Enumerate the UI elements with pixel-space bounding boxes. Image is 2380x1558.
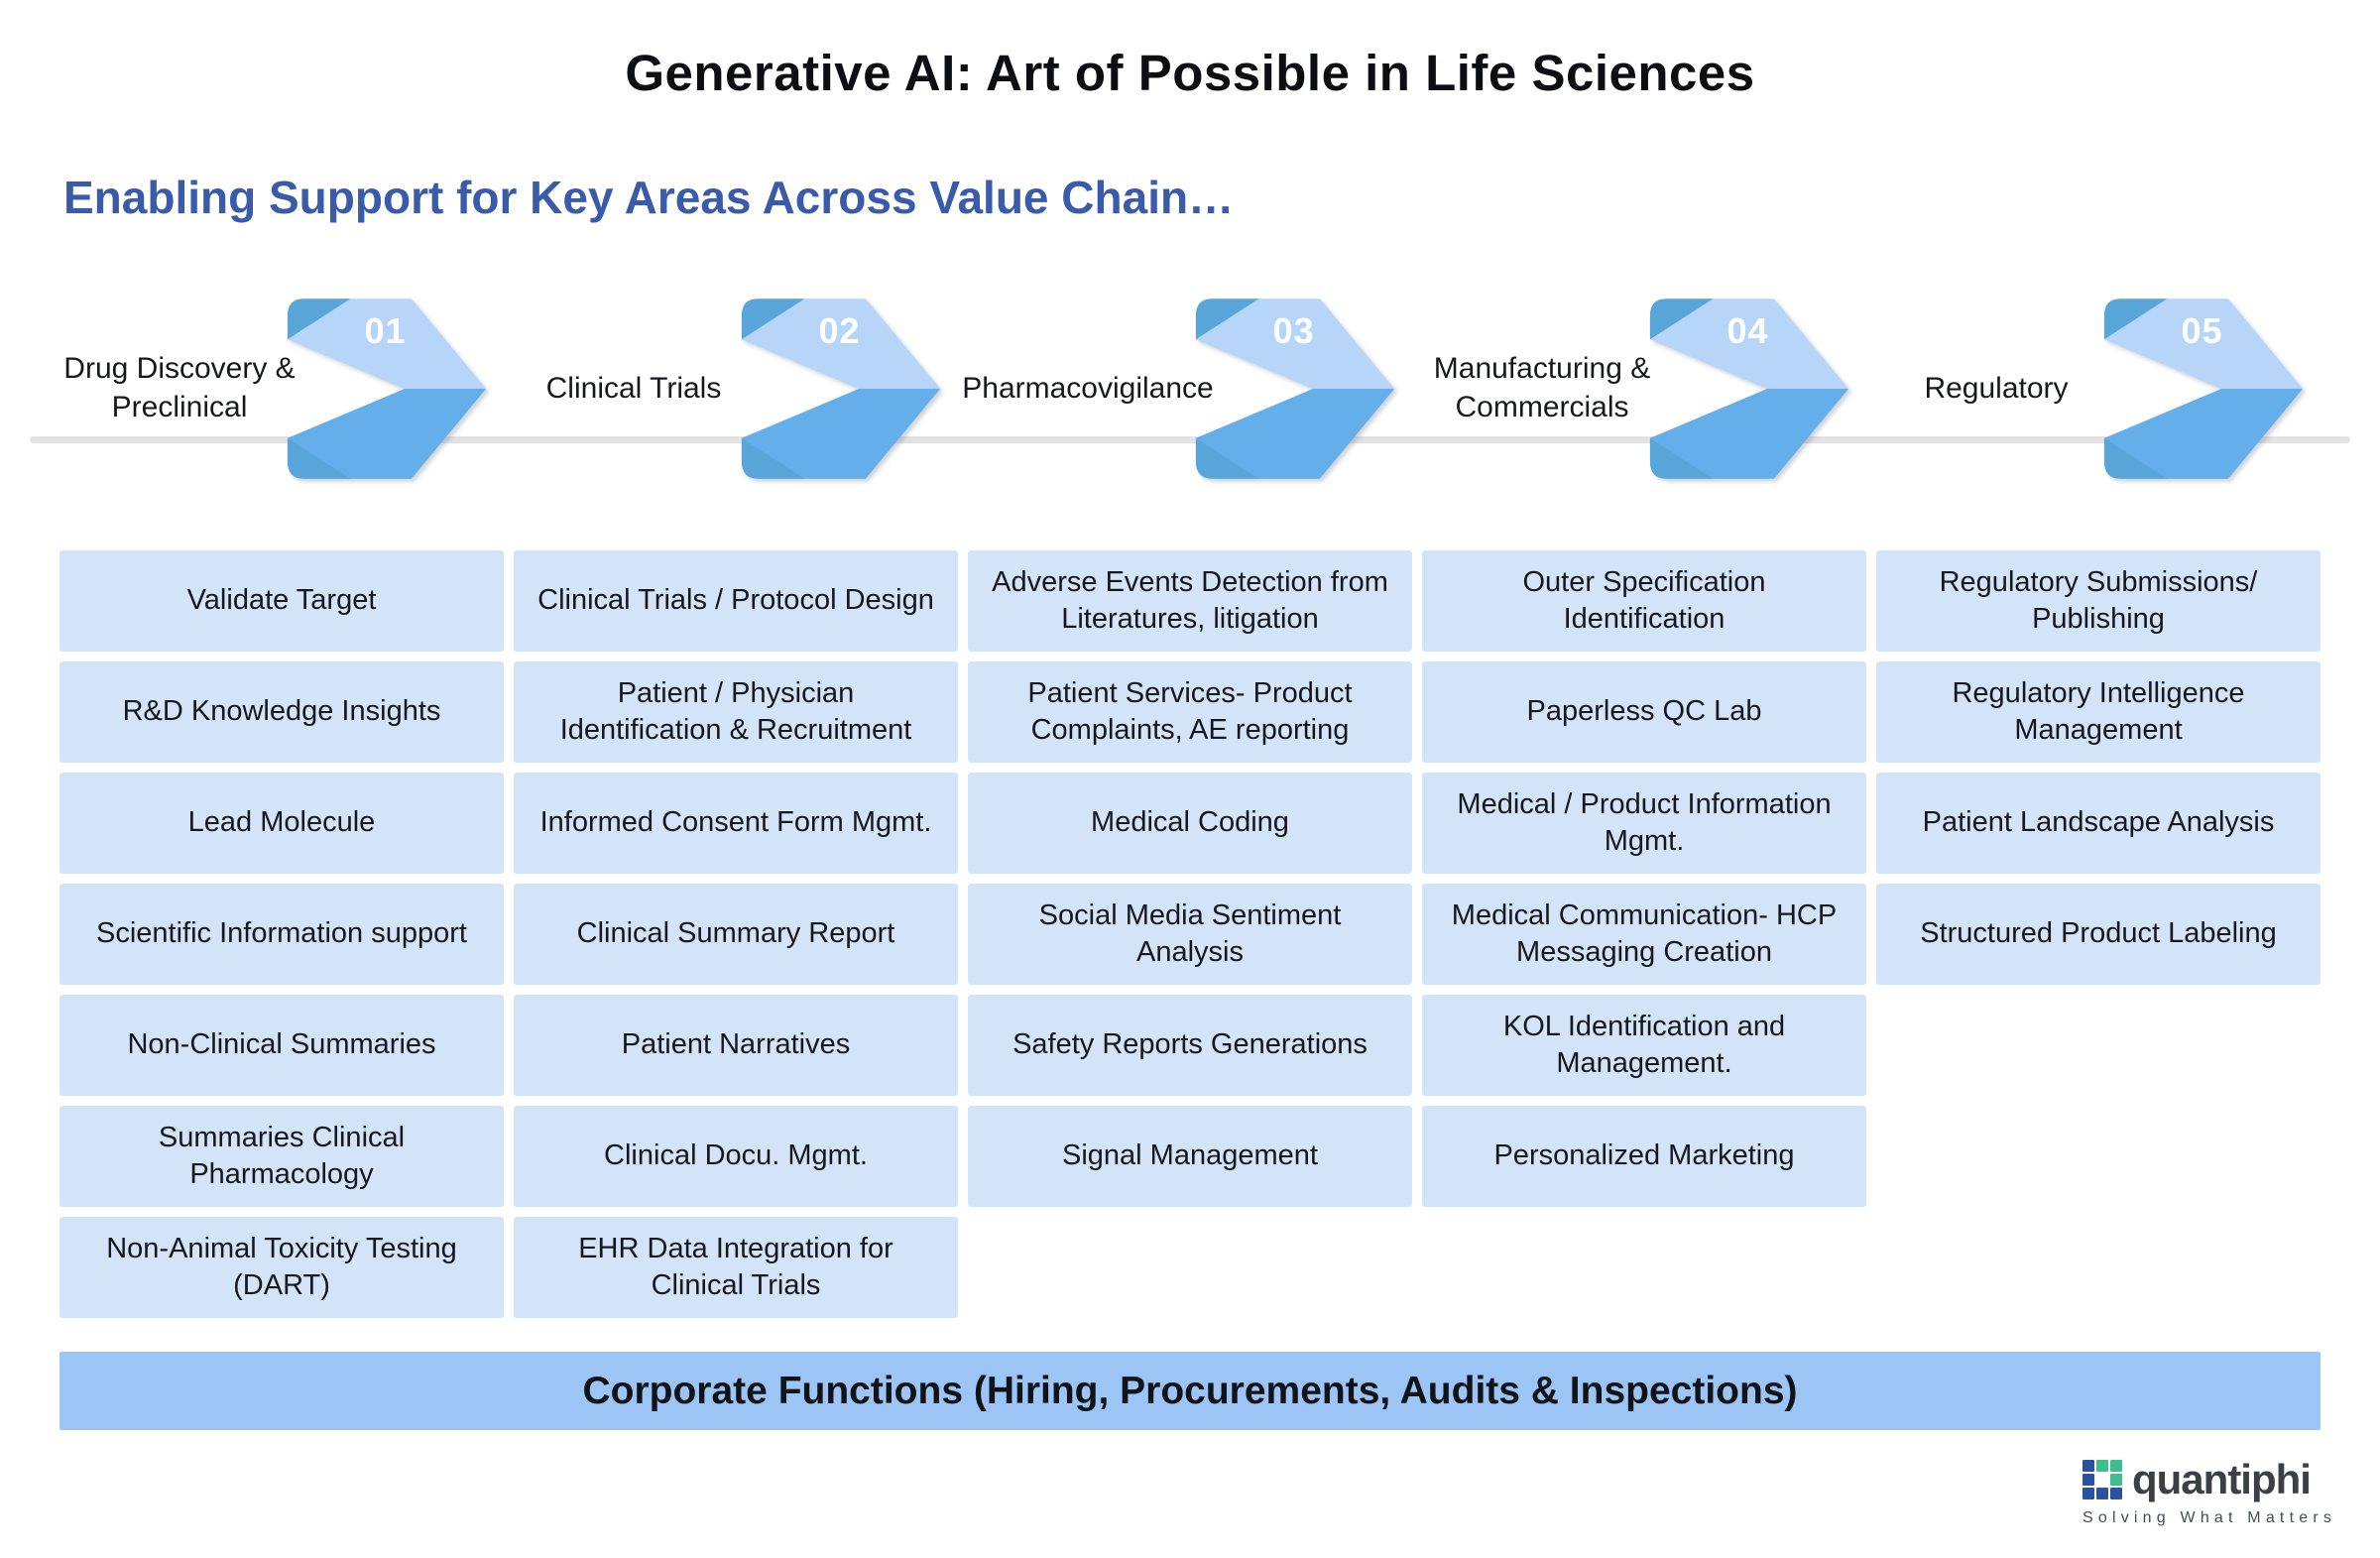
use-case-box: Clinical Trials / Protocol Design	[514, 550, 958, 652]
stage-3-label: Pharmacovigilance	[962, 371, 1214, 405]
chevron-arrow-icon: 05	[2103, 299, 2304, 479]
use-case-box: Personalized Marketing	[1422, 1106, 1866, 1207]
use-case-label: Patient Narratives	[621, 1028, 851, 1061]
use-case-box: Safety Reports Generations	[968, 995, 1412, 1096]
use-case-label: Patient / Physician Identification & Rec…	[559, 676, 912, 746]
stage-5: Regulatory 05	[1876, 294, 2320, 482]
use-case-label: Patient Landscape Analysis	[1922, 806, 2275, 839]
use-case-box: Validate Target	[60, 550, 504, 652]
use-case-box: Summaries Clinical Pharmacology	[60, 1106, 504, 1207]
stage-4-items-column: Outer Specification Identification Paper…	[1422, 550, 1866, 1207]
use-case-box: EHR Data Integration for Clinical Trials	[514, 1217, 958, 1318]
use-case-label: R&D Knowledge Insights	[122, 695, 441, 728]
use-case-label: Medical Communication- HCP Messaging Cre…	[1451, 899, 1838, 968]
stage-3-number: 03	[1272, 310, 1314, 351]
use-case-label: Summaries Clinical Pharmacology	[158, 1121, 406, 1190]
use-case-box: Regulatory Intelligence Management	[1876, 661, 2320, 763]
use-case-box: Non-Clinical Summaries	[60, 995, 504, 1096]
use-case-label: Regulatory Intelligence Management	[1952, 676, 2245, 746]
stage-1-number: 01	[364, 310, 406, 351]
use-case-box: Scientific Information support	[60, 884, 504, 985]
stage-1: Drug Discovery & Preclinical 01	[60, 294, 504, 482]
stage-2-items-column: Clinical Trials / Protocol Design Patien…	[514, 550, 958, 1318]
stage-4-number: 04	[1726, 310, 1768, 351]
use-case-box: R&D Knowledge Insights	[60, 661, 504, 763]
use-case-box: Clinical Docu. Mgmt.	[514, 1106, 958, 1207]
corporate-functions-bar: Corporate Functions (Hiring, Procurement…	[60, 1352, 2320, 1430]
use-case-box: Patient Services- Product Complaints, AE…	[968, 661, 1412, 763]
brand-name: quantiphi	[2132, 1456, 2312, 1502]
use-case-label: Non-Clinical Summaries	[127, 1028, 436, 1061]
use-case-box: Patient Narratives	[514, 995, 958, 1096]
use-case-label: Adverse Events Detection from Literature…	[992, 565, 1388, 635]
use-case-label: Clinical Summary Report	[576, 917, 895, 950]
use-case-label: Clinical Trials / Protocol Design	[537, 584, 934, 617]
use-case-box: Outer Specification Identification	[1422, 550, 1866, 652]
use-case-label: Non-Animal Toxicity Testing (DART)	[106, 1232, 457, 1301]
quantiphi-logo-icon	[2082, 1460, 2122, 1499]
use-case-label: Clinical Docu. Mgmt.	[604, 1139, 868, 1172]
stage-4: Manufacturing & Commercials 04	[1422, 294, 1866, 482]
use-case-label: EHR Data Integration for Clinical Trials	[578, 1232, 893, 1301]
use-case-label: Personalized Marketing	[1493, 1139, 1795, 1172]
use-case-box: Patient / Physician Identification & Rec…	[514, 661, 958, 763]
stage-5-items-column: Regulatory Submissions/ Publishing Regul…	[1876, 550, 2320, 985]
use-case-label: Scientific Information support	[96, 917, 467, 950]
subtitle: Enabling Support for Key Areas Across Va…	[63, 172, 1235, 223]
stage-3-items-column: Adverse Events Detection from Literature…	[968, 550, 1412, 1207]
stage-5-number: 05	[2181, 310, 2222, 351]
chevron-arrow-icon: 02	[741, 299, 941, 479]
use-case-box: Lead Molecule	[60, 773, 504, 874]
use-case-label: Patient Services- Product Complaints, AE…	[1027, 676, 1353, 746]
use-case-label: Validate Target	[186, 584, 377, 617]
use-case-box: Non-Animal Toxicity Testing (DART)	[60, 1217, 504, 1318]
use-case-label: Social Media Sentiment Analysis	[1038, 899, 1342, 968]
use-case-box: Clinical Summary Report	[514, 884, 958, 985]
use-case-label: Regulatory Submissions/ Publishing	[1939, 565, 2258, 635]
use-case-box: Medical Coding	[968, 773, 1412, 874]
use-case-box: Medical / Product Information Mgmt.	[1422, 773, 1866, 874]
use-case-box: Regulatory Submissions/ Publishing	[1876, 550, 2320, 652]
use-case-label: Signal Management	[1062, 1139, 1318, 1172]
brand-tagline: Solving What Matters	[2082, 1509, 2337, 1526]
use-case-box: Social Media Sentiment Analysis	[968, 884, 1412, 985]
use-case-box: Patient Landscape Analysis	[1876, 773, 2320, 874]
use-case-label: Medical / Product Information Mgmt.	[1457, 787, 1832, 857]
stage-2-number: 02	[818, 310, 860, 351]
use-case-label: KOL Identification and Management.	[1502, 1010, 1786, 1079]
use-case-box: Signal Management	[968, 1106, 1412, 1207]
use-case-label: Outer Specification Identification	[1522, 565, 1766, 635]
use-case-label: Medical Coding	[1091, 806, 1289, 839]
chevron-arrow-icon: 03	[1195, 299, 1395, 479]
value-chain-baseline	[30, 436, 2350, 443]
use-case-box: Informed Consent Form Mgmt.	[514, 773, 958, 874]
page-title: Generative AI: Art of Possible in Life S…	[625, 45, 1755, 101]
stage-3: Pharmacovigilance 03	[962, 294, 1412, 482]
use-case-label: Informed Consent Form Mgmt.	[539, 806, 932, 839]
use-case-box: Structured Product Labeling	[1876, 884, 2320, 985]
use-case-box: KOL Identification and Management.	[1422, 995, 1866, 1096]
use-case-box: Medical Communication- HCP Messaging Cre…	[1422, 884, 1866, 985]
stage-4-label: Manufacturing & Commercials	[1433, 352, 1651, 423]
quantiphi-logo: quantiphi Solving What Matters	[2082, 1458, 2337, 1527]
use-case-box: Adverse Events Detection from Literature…	[968, 550, 1412, 652]
stage-2-label: Clinical Trials	[545, 371, 722, 405]
use-case-label: Structured Product Labeling	[1920, 917, 2277, 950]
logo-row: quantiphi	[2082, 1458, 2320, 1500]
use-case-box: Paperless QC Lab	[1422, 661, 1866, 763]
stage-1-label: Drug Discovery & Preclinical	[63, 352, 296, 423]
chevron-arrow-icon: 04	[1649, 299, 1849, 479]
stage-2: Clinical Trials 02	[514, 294, 958, 482]
use-case-label: Paperless QC Lab	[1526, 695, 1762, 728]
use-case-label: Safety Reports Generations	[1012, 1028, 1368, 1061]
use-case-label: Lead Molecule	[187, 806, 376, 839]
chevron-arrow-icon: 01	[287, 299, 487, 479]
stage-5-label: Regulatory	[1924, 371, 2069, 405]
stage-1-items-column: Validate Target R&D Knowledge Insights L…	[60, 550, 504, 1318]
